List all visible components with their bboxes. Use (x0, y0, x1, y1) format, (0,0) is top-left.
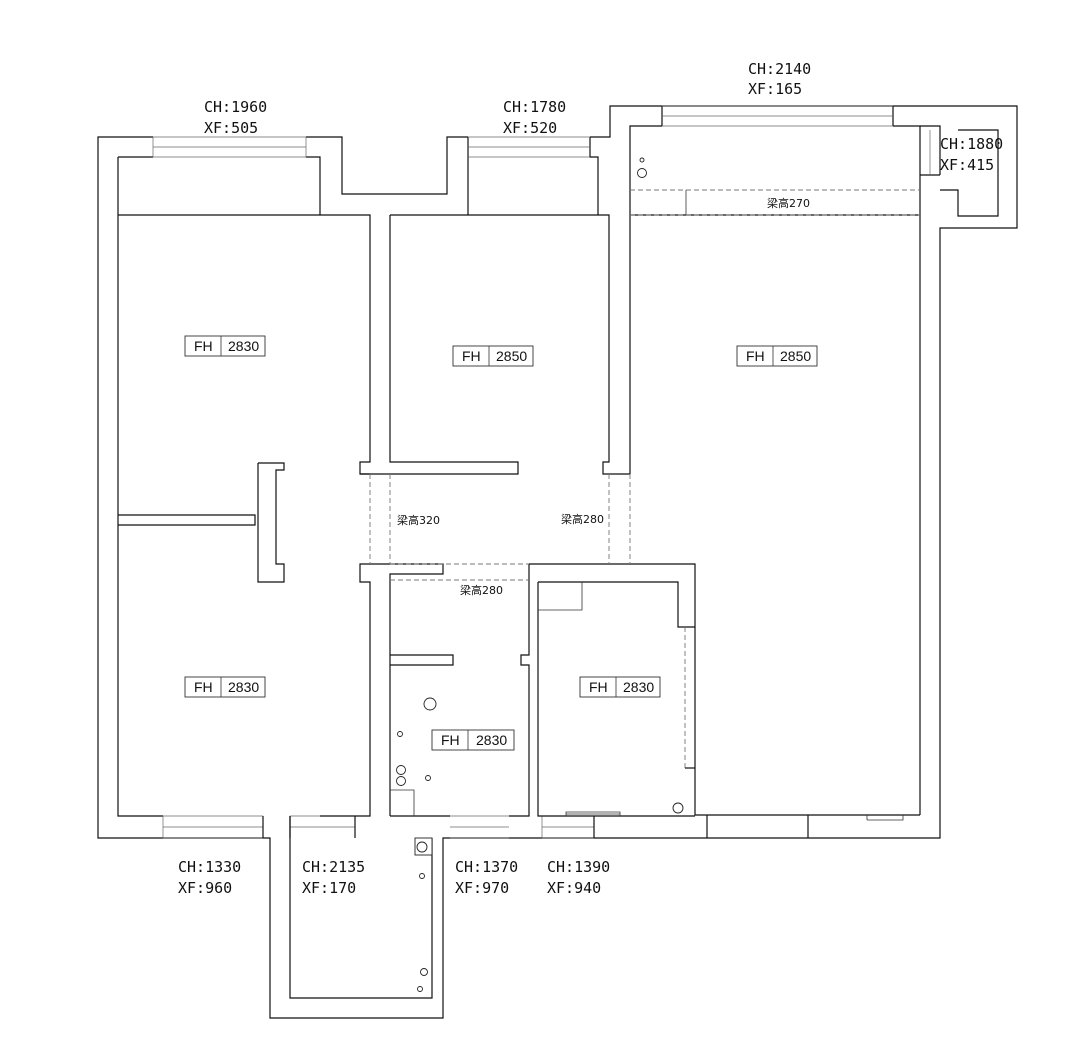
tag-value: 2850 (780, 348, 811, 364)
window-ch-label: CH:1370 (455, 858, 518, 876)
interior-walls (118, 190, 920, 999)
beam-label: 梁高280 (561, 512, 604, 526)
room-tag: FH 2830 (431, 729, 515, 751)
tag-key: FH (194, 338, 213, 354)
fixture-circle (396, 765, 406, 775)
room-tag: FH 2830 (579, 676, 661, 698)
window-ch-label: CH:1390 (547, 858, 610, 876)
fixture-dot (425, 775, 431, 781)
tag-value: 2850 (496, 348, 527, 364)
fixture-circle (637, 168, 647, 178)
tag-value: 2830 (228, 679, 259, 695)
window-xf-label: XF:970 (455, 879, 509, 897)
ceiling-height-tags: FH 2830 FH 2850 FH 2850 FH 2830 FH 2830 (184, 335, 818, 751)
window-xf-label: XF:170 (302, 879, 356, 897)
room-tag: FH 2830 (184, 335, 266, 357)
beams (369, 189, 920, 769)
beam-label: 梁高320 (397, 513, 440, 527)
window-xf-label: XF:505 (204, 119, 258, 137)
room-tag: FH 2850 (736, 345, 818, 367)
window-xf-label: XF:960 (178, 879, 232, 897)
tag-value: 2830 (623, 679, 654, 695)
fixture-dot (419, 873, 425, 879)
tag-key: FH (441, 732, 460, 748)
fixture-dot (639, 157, 645, 163)
fixtures (396, 157, 684, 992)
tag-key: FH (462, 348, 481, 364)
beam-label: 梁高270 (767, 196, 810, 210)
window-ch-label: CH:1780 (503, 98, 566, 116)
windows (152, 105, 931, 839)
window-ch-label: CH:1960 (204, 98, 267, 116)
room-tag: FH 2830 (184, 676, 266, 698)
fixture-circle (416, 841, 428, 853)
window-dimension-labels: CH:1960 XF:505 CH:1780 XF:520 CH:2140 XF… (178, 60, 1003, 897)
window-xf-label: XF:520 (503, 119, 557, 137)
window-ch-label: CH:2135 (302, 858, 365, 876)
tag-key: FH (194, 679, 213, 695)
fixture-circle (396, 776, 406, 786)
window-xf-label: XF:415 (940, 156, 994, 174)
fixture-circle (672, 802, 684, 814)
window-xf-label: XF:940 (547, 879, 601, 897)
fixture-dot (397, 731, 403, 737)
window-ch-label: CH:1330 (178, 858, 241, 876)
tag-value: 2830 (476, 732, 507, 748)
tag-key: FH (589, 679, 608, 695)
window-xf-label: XF:165 (748, 80, 802, 98)
beam-labels: 梁高270 梁高320 梁高280 梁高280 (397, 196, 810, 597)
fixture-circle (420, 968, 428, 976)
tag-value: 2830 (228, 338, 259, 354)
window-ch-label: CH:2140 (748, 60, 811, 78)
beam-label: 梁高280 (460, 583, 503, 597)
tag-key: FH (746, 348, 765, 364)
window-ch-label: CH:1880 (940, 135, 1003, 153)
fixture-circle (423, 697, 437, 711)
room-tag: FH 2850 (452, 345, 534, 367)
fixture-dot (417, 986, 423, 992)
